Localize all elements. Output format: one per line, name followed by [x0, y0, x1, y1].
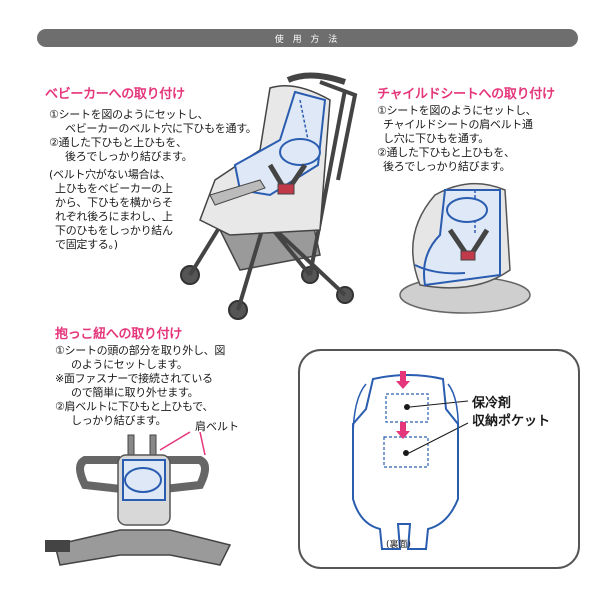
stroller-step-2-cont: 後ろでしっかり結びます。: [65, 150, 193, 163]
carrier-instructions: ①シートの頭の部分を取り外し、図 のようにセットします。 ※面ファスナーで接続さ…: [55, 344, 225, 428]
carrier-note: ※面ファスナーで接続されている: [55, 372, 213, 385]
carrier-note-cont: ので簡単に取り外せます。: [71, 386, 199, 399]
stroller-illustration: [180, 72, 358, 320]
carrier-step-1: ①シートの頭の部分を取り外し、図: [55, 344, 226, 357]
section-header-label: 使 用 方 法: [274, 34, 341, 45]
carrier-step-1-cont: のようにセットします。: [71, 358, 188, 371]
child-seat-step-1-cont: チャイルドシートの肩ベルト通: [383, 118, 533, 131]
child-seat-illustration: [399, 182, 531, 314]
child-seat-step-2: ②通した下ひもと上ひもを、: [377, 146, 515, 159]
stroller-note-line: れぞれ後ろにまわし、上: [55, 210, 173, 223]
stroller-step-1-cont: ベビーカーのベルト穴に下ひもを通す。: [65, 122, 257, 135]
stroller-step-1: ①シートを図のようにセットし、: [49, 108, 209, 121]
carrier-title: 抱っこ紐への取り付け: [55, 327, 183, 342]
pocket-label-line-1: 保冷剤: [471, 395, 511, 411]
pocket-label-line-2: 収納ポケット: [472, 413, 550, 429]
child-seat-step-1: ①シートを図のようにセットし、: [377, 104, 537, 117]
carrier-step-2: ②肩ベルトに下ひもと上ひもで、: [55, 400, 214, 413]
carrier-step-2-cont: しっかり結びます。: [71, 414, 167, 427]
shoulder-belt-label: 肩ベルト: [195, 419, 239, 433]
child-seat-step-2-cont: 後ろでしっかり結びます。: [383, 160, 511, 173]
stroller-note-line: で固定する。): [55, 238, 118, 251]
stroller-instructions: ①シートを図のようにセットし、 ベビーカーのベルト穴に下ひもを通す。 ②通した下…: [49, 108, 257, 164]
back-view-panel: 保冷剤 収納ポケット (裏面): [298, 349, 580, 569]
section-header: 使 用 方 法: [37, 29, 578, 47]
carrier-illustration: 肩ベルト: [45, 419, 239, 566]
stroller-note: (ベルト穴がない場合は、 上ひもをベビーカーの上 から、下ひもを横からそ れぞれ…: [49, 168, 173, 252]
back-view-caption: (裏面): [386, 538, 411, 550]
stroller-note-line: から、下ひもを横からそ: [55, 196, 173, 209]
child-seat-step-1-cont: し穴に下ひもを通す。: [383, 132, 489, 145]
child-seat-title: チャイルドシートへの取り付け: [377, 87, 555, 102]
stroller-note-line: (ベルト穴がない場合は、: [49, 168, 171, 181]
child-seat-instructions: ①シートを図のようにセットし、 チャイルドシートの肩ベルト通 し穴に下ひもを通す…: [377, 104, 537, 174]
stroller-step-2: ②通した下ひもと上ひもを、: [49, 136, 187, 149]
stroller-note-line: 下のひもをしっかり結ん: [55, 224, 173, 237]
stroller-title: ベビーカーへの取り付け: [45, 87, 185, 102]
stroller-note-line: 上ひもをベビーカーの上: [55, 182, 173, 195]
